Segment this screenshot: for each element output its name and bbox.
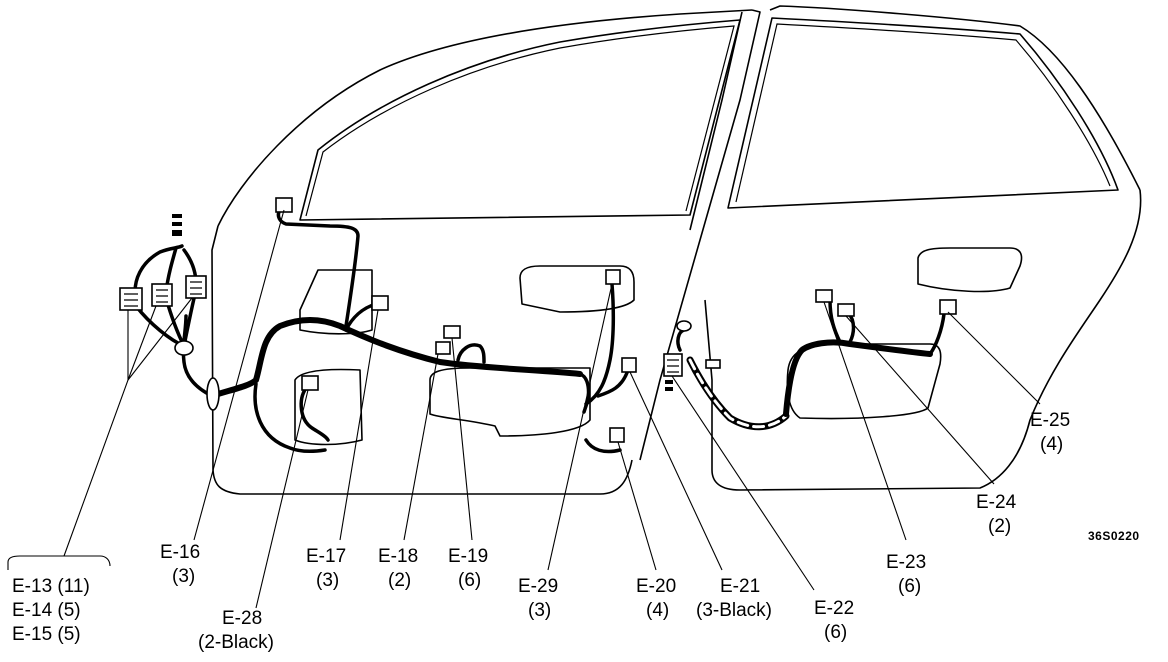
figure-code: 36S0220 [1088, 529, 1140, 543]
label-e17: E-17 [306, 546, 346, 567]
label-e15: E-15 (5) [12, 624, 81, 645]
connector-e14 [151, 283, 173, 307]
connector-labels: E-13 (11) E-14 (5) E-15 (5) E-16 (3) E-1… [12, 410, 1140, 653]
connector-e22 [663, 353, 683, 377]
connector-e17 [371, 295, 389, 311]
label-e28-pins: (2-Black) [198, 632, 274, 653]
connector-e18 [435, 341, 451, 355]
label-e21: E-21 [720, 576, 760, 597]
vehicle-body-outline [211, 5, 1142, 495]
label-e22: E-22 [814, 598, 854, 619]
label-e17-pins: (3) [316, 570, 339, 591]
label-e23-pins: (6) [898, 576, 921, 597]
connectors [119, 197, 957, 443]
leader-lines [7, 209, 1041, 609]
label-e25: E-25 [1030, 410, 1070, 431]
window-outlines [299, 17, 1119, 221]
label-e29-pins: (3) [528, 600, 551, 621]
label-e28: E-28 [222, 608, 262, 629]
connector-e21 [621, 357, 637, 373]
connector-e25 [939, 299, 957, 315]
door-panel-cutouts [294, 247, 1023, 446]
label-e20-pins: (4) [646, 600, 669, 621]
connector-e13 [119, 287, 143, 311]
label-e16-pins: (3) [172, 566, 195, 587]
label-e20: E-20 [636, 576, 676, 597]
connector-e19 [443, 325, 461, 339]
label-e22-pins: (6) [824, 622, 847, 643]
label-e13: E-13 (11) [12, 576, 90, 597]
label-e25-pins: (4) [1040, 434, 1063, 455]
label-e19: E-19 [448, 546, 488, 567]
label-e18: E-18 [378, 546, 418, 567]
label-e24: E-24 [976, 492, 1017, 513]
label-e16: E-16 [160, 542, 200, 563]
rear-door-harness [665, 298, 946, 431]
connector-e23 [815, 289, 833, 303]
front-door-harness [133, 208, 630, 454]
connector-e29 [605, 269, 621, 285]
label-e14: E-14 (5) [12, 600, 81, 621]
connector-e15 [185, 275, 207, 299]
connector-e20 [609, 427, 625, 443]
label-e18-pins: (2) [388, 570, 411, 591]
label-e23: E-23 [886, 552, 926, 573]
label-e19-pins: (6) [458, 570, 481, 591]
label-e21-pins: (3-Black) [696, 600, 772, 621]
label-e24-pins: (2) [988, 516, 1011, 537]
connector-e28 [301, 375, 319, 391]
connector-e16 [275, 197, 293, 213]
label-e29: E-29 [518, 576, 558, 597]
connector-e24 [837, 303, 855, 317]
